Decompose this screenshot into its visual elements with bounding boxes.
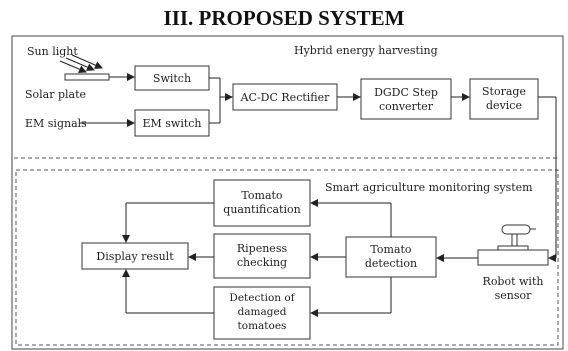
quantification-label-line2: quantification (223, 203, 300, 216)
storage-label-line1: Storage (482, 85, 526, 98)
display-label: Display result (96, 250, 174, 263)
detection-label-line1: Tomato (370, 243, 412, 256)
converter-label-line1: DGDC Step (374, 86, 438, 99)
robot-sensor-icon (477, 224, 549, 266)
em-switch-box (134, 109, 210, 137)
storage-label-line2: device (486, 99, 522, 112)
sun-ray (65, 57, 95, 71)
sun-light-label: Sun light (27, 45, 78, 58)
monitoring-section-frame (15, 169, 559, 346)
em-signals-label: EM signals (25, 117, 87, 130)
outer-frame (11, 35, 564, 350)
quantification-label-line1: Tomato (241, 189, 283, 202)
detection-label-line2: detection (365, 257, 417, 270)
em-switch-label: EM switch (142, 117, 201, 130)
damaged-label-line2: damaged (238, 306, 287, 318)
robot-label-line1: Robot with (483, 275, 544, 288)
ripeness-label-line1: Ripeness (237, 242, 288, 255)
sun-ray (59, 60, 87, 73)
storage-box (469, 78, 539, 120)
damaged-detection-box (213, 286, 311, 340)
harvesting-title: Hybrid energy harvesting (294, 44, 438, 57)
solar-plate (64, 73, 110, 81)
sun-ray (71, 54, 103, 69)
rectifier-box (232, 83, 338, 111)
ripeness-box (213, 233, 311, 279)
ripeness-label-line2: checking (237, 256, 287, 269)
damaged-label-line1: Detection of (229, 292, 295, 304)
converter-box (360, 78, 452, 120)
rectifier-label: AC-DC Rectifier (240, 91, 331, 104)
converter-label-line2: converter (379, 100, 434, 113)
switch-label: Switch (153, 72, 191, 85)
solar-plate-label: Solar plate (25, 88, 86, 101)
section-heading: III. PROPOSED SYSTEM (163, 6, 405, 30)
robot-label-line2: sensor (495, 289, 533, 302)
display-box (81, 242, 189, 270)
monitoring-title: Smart agriculture monitoring system (325, 181, 533, 194)
damaged-label-line3: tomatoes (238, 320, 287, 332)
switch-box (134, 65, 210, 91)
